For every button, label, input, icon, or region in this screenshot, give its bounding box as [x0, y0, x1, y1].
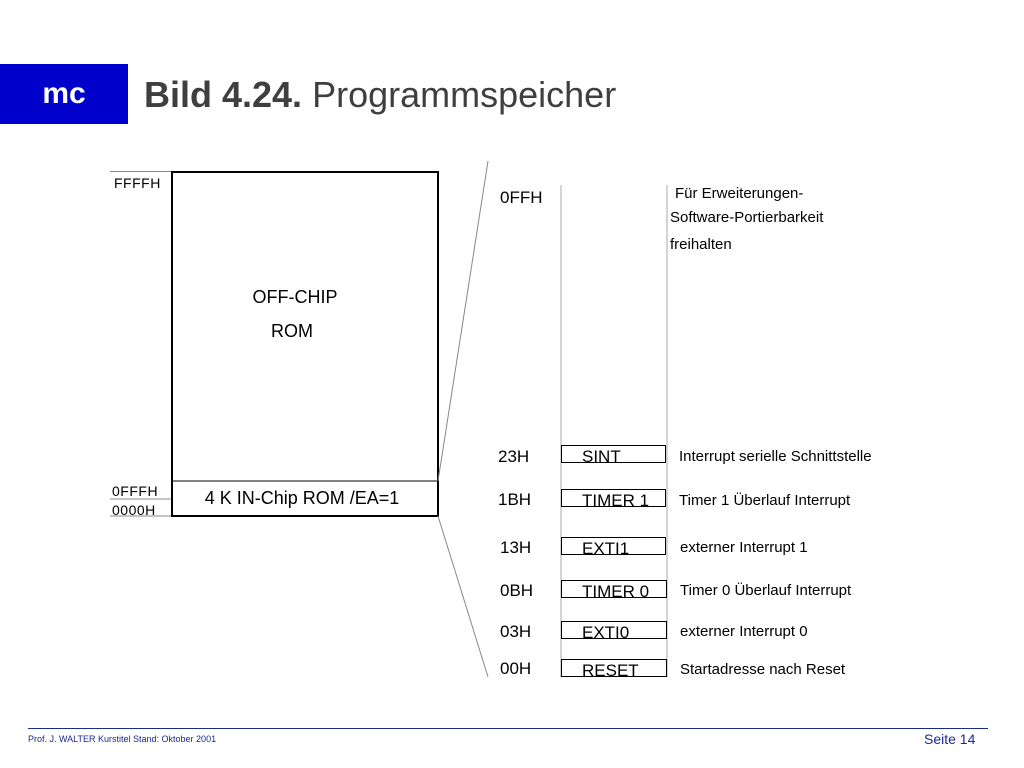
vector-addr: 1BH: [498, 490, 532, 509]
reserved-desc-3: freihalten: [670, 236, 732, 253]
vector-desc: Timer 1 Überlauf Interrupt: [679, 492, 851, 509]
vector-box: TIMER 0: [561, 580, 667, 601]
vector-addr: 13H: [500, 538, 532, 557]
vector-addr: 23H: [498, 447, 530, 466]
vector-desc: externer Interrupt 0: [680, 623, 808, 640]
rom-outer-box: [171, 171, 439, 517]
page-number: Seite 14: [924, 731, 976, 747]
vector-desc: Startadresse nach Reset: [680, 661, 846, 678]
title-text: Programmspeicher: [312, 74, 617, 115]
vector-box: EXTI1: [561, 537, 666, 558]
vector-box: EXTI0: [561, 621, 667, 642]
rom-label: ROM: [271, 321, 313, 341]
footer-divider: [28, 728, 988, 729]
title-number: Bild 4.24.: [144, 74, 303, 115]
vector-desc: Timer 0 Überlauf Interrupt: [680, 582, 852, 599]
onchip-rom-label: 4 K IN-Chip ROM /EA=1: [204, 488, 400, 508]
vector-addr: 0BH: [500, 581, 534, 600]
vector-desc: Interrupt serielle Schnittstelle: [679, 448, 872, 465]
addr-0000h: 0000H: [112, 502, 156, 518]
reserved-desc-2: Software-Portierbarkeit: [670, 209, 824, 226]
zoom-line-top: [437, 160, 489, 482]
offchip-label: OFF-CHIP: [252, 287, 338, 307]
zoom-line-bottom: [437, 515, 489, 678]
logo: mc: [0, 64, 128, 124]
footer-author: Prof. J. WALTER Kurstitel Stand: Oktober…: [28, 734, 217, 744]
addr-0ffh: 0FFH: [500, 188, 543, 207]
page-title: Bild 4.24. Programmspeicher: [144, 74, 616, 116]
vector-box: TIMER 1: [561, 489, 666, 510]
vector-box: SINT: [561, 445, 666, 466]
vector-addr: 03H: [500, 622, 532, 641]
vector-addr: 00H: [500, 659, 532, 678]
vector-box: RESET: [561, 659, 667, 680]
reserved-desc-1: Für Erweiterungen-: [675, 185, 804, 202]
vector-desc: externer Interrupt 1: [680, 539, 808, 556]
addr-ffffh: FFFFH: [114, 175, 161, 191]
addr-0fffh: 0FFFH: [112, 483, 159, 499]
